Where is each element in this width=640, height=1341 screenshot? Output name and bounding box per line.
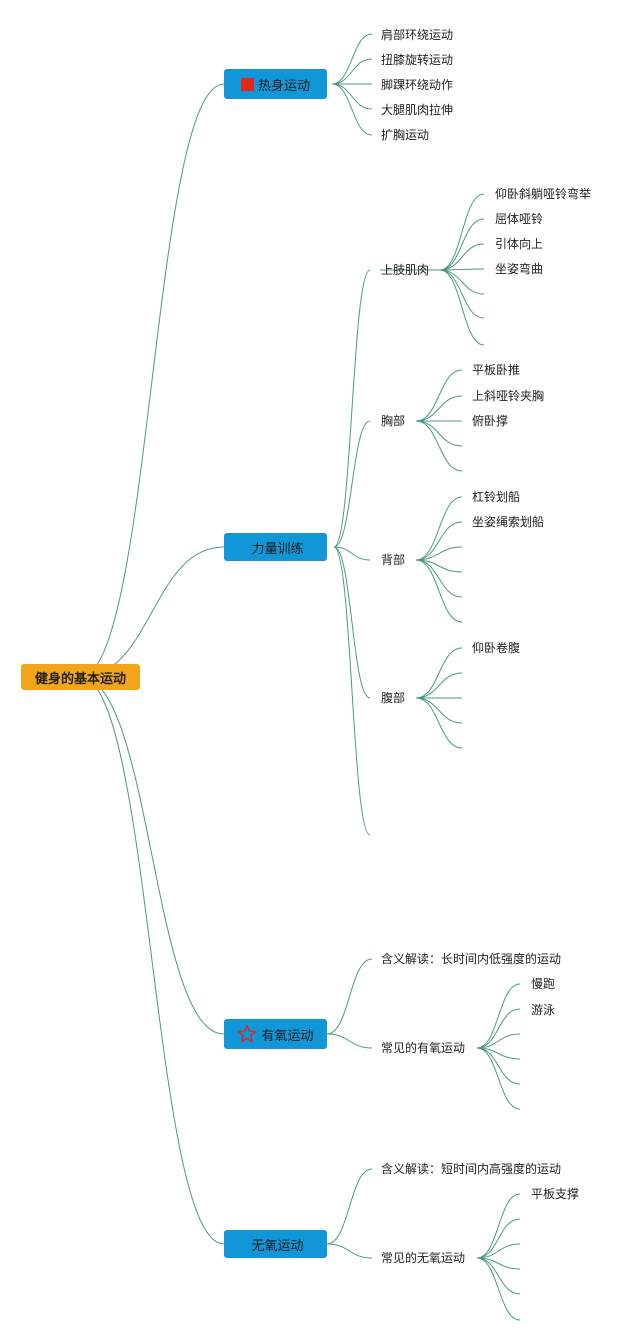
connector-aerobic-item <box>476 1047 521 1110</box>
chest-item[interactable]: 上斜哑铃夹胸 <box>472 389 545 403</box>
connector-upper-limb-item <box>439 243 485 271</box>
connector-anaerobic-item <box>476 1218 521 1259</box>
connector-strength-group <box>333 420 371 548</box>
aerobic-item[interactable]: 游泳 <box>531 1003 556 1017</box>
connector-back-item <box>415 496 463 561</box>
connector-strength-group <box>333 269 371 548</box>
connector-back-item <box>415 559 463 623</box>
connector-abs-item <box>415 647 463 699</box>
anaerobic-common[interactable]: 常见的无氧运动 <box>381 1251 466 1265</box>
anaerobic-meaning[interactable]: 含义解读：短时间内高强度的运动 <box>381 1162 562 1176</box>
connector-chest-item <box>415 420 463 472</box>
connector-strength-group <box>333 546 371 699</box>
connector-upper-limb-item <box>439 269 485 346</box>
upper-limb-item[interactable]: 坐姿弯曲 <box>495 262 544 276</box>
group-chest[interactable]: 胸部 <box>381 414 406 428</box>
upper-limb-item[interactable]: 引体向上 <box>495 237 544 251</box>
connector-chest-item <box>415 420 463 447</box>
connector-strength-group <box>333 546 371 561</box>
category-warmup-label: 热身运动 <box>257 78 310 94</box>
connector-warmup-item <box>331 83 373 110</box>
connector-back-item <box>415 546 463 561</box>
connector-root-anaerobic <box>79 676 225 1245</box>
connector-upper-limb-item <box>439 218 485 271</box>
connector-abs-item <box>415 697 463 749</box>
connector-chest-item <box>415 395 463 422</box>
aerobic-item[interactable]: 慢跑 <box>531 977 556 991</box>
connector-aerobic-item <box>476 1008 521 1049</box>
connector-abs-item <box>415 672 463 699</box>
connector-upper-limb-item <box>439 269 485 295</box>
anaerobic-item[interactable]: 平板支撑 <box>531 1187 580 1201</box>
back-item[interactable]: 坐姿绳索划船 <box>472 515 545 529</box>
category-strength[interactable]: 力量训练 <box>224 533 327 561</box>
chest-item[interactable]: 俯卧撑 <box>472 414 509 428</box>
warmup-item[interactable]: 脚踝环绕动作 <box>381 78 454 92</box>
category-aerobic-label: 有氧运动 <box>261 1028 314 1044</box>
group-abs[interactable]: 腹部 <box>381 691 406 705</box>
connector-anaerobic-item <box>476 1243 521 1259</box>
warmup-item[interactable]: 扩胸运动 <box>381 128 430 142</box>
back-item[interactable]: 杠铃划船 <box>472 490 521 504</box>
connector-upper-limb-item <box>439 193 485 271</box>
abs-item[interactable]: 仰卧卷腹 <box>472 641 521 655</box>
connector-aerobic-common <box>326 1033 373 1049</box>
root-node[interactable]: 健身的基本运动 <box>21 664 140 690</box>
red-flag-icon <box>240 77 254 91</box>
group-back[interactable]: 背部 <box>381 553 406 567</box>
connector-upper-limb-item <box>439 269 485 319</box>
category-anaerobic-label: 无氧运动 <box>251 1238 304 1254</box>
connector-warmup-item <box>331 58 373 85</box>
connector-anaerobic-meaning <box>326 1168 373 1245</box>
connector-back-item <box>415 559 463 598</box>
warmup-item[interactable]: 大腿肌肉拉伸 <box>381 103 454 117</box>
aerobic-meaning[interactable]: 含义解读：长时间内低强度的运动 <box>381 952 562 966</box>
connector-strength-group <box>333 546 371 836</box>
chest-item[interactable]: 平板卧推 <box>472 363 521 377</box>
upper-limb-item[interactable]: 屈体哑铃 <box>495 212 544 226</box>
star-outline-icon <box>237 1024 257 1044</box>
warmup-item[interactable]: 肩部环绕运动 <box>381 28 454 42</box>
category-aerobic[interactable]: 有氧运动 <box>224 1019 327 1049</box>
category-strength-label: 力量训练 <box>251 541 304 557</box>
connector-chest-item <box>415 369 463 422</box>
category-warmup[interactable]: 热身运动 <box>224 69 327 99</box>
connector-root-warmup <box>79 83 225 678</box>
connector-warmup-item <box>331 33 373 85</box>
upper-limb-item[interactable]: 仰卧斜躺哑铃弯举 <box>495 187 592 201</box>
warmup-item[interactable]: 扭膝旋转运动 <box>381 53 454 67</box>
category-anaerobic[interactable]: 无氧运动 <box>224 1230 327 1258</box>
connector-aerobic-item <box>476 1033 521 1049</box>
connector-aerobic-item <box>476 983 521 1049</box>
aerobic-common[interactable]: 常见的有氧运动 <box>381 1041 466 1055</box>
connector-aerobic-meaning <box>326 958 373 1035</box>
group-upper-limb[interactable]: 上肢肌肉 <box>381 263 430 277</box>
connector-anaerobic-item <box>476 1257 521 1321</box>
connector-anaerobic-item <box>476 1193 521 1259</box>
connector-abs-item <box>415 697 463 724</box>
connector-root-aerobic <box>79 676 225 1035</box>
connector-warmup-item <box>331 83 373 136</box>
connector-back-item <box>415 521 463 561</box>
connector-anaerobic-common <box>326 1243 373 1259</box>
connector-root-strength <box>79 546 225 678</box>
root-label: 健身的基本运动 <box>34 671 126 687</box>
